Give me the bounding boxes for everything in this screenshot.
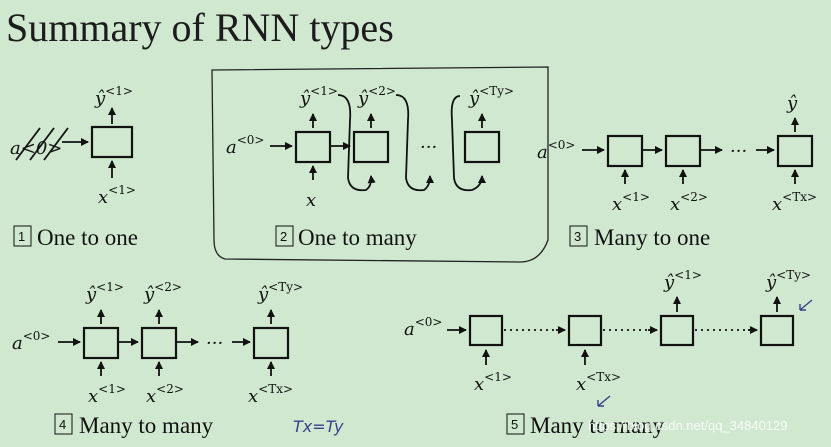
p5-xt-label: x<Tx> <box>576 370 621 395</box>
p5-caption: 5 Many to many <box>506 413 665 438</box>
slide-title: Summary of RNN types <box>6 5 394 50</box>
p4-yt-label: ŷ<Ty> <box>257 280 303 305</box>
svg-text:Many to one: Many to one <box>594 225 710 250</box>
p2-feedback-loop-2 <box>395 94 434 192</box>
p2-hand-drawn-frame <box>211 66 549 263</box>
p4-x1-label: x<1> <box>88 382 126 407</box>
p3-x1-label: x<1> <box>612 190 650 215</box>
p5-handwritten-tick-2 <box>799 299 813 311</box>
p2-rnn-cell-t <box>463 130 501 164</box>
p5-x1-label: x<1> <box>474 370 512 395</box>
panel-many-to-many-seq2seq: a<0> x<1> x<Tx> ŷ<1> ŷ<Ty> 5 Many to man… <box>404 268 813 438</box>
p4-rnn-cell-t <box>252 326 290 360</box>
p4-ellipsis: ··· <box>206 333 223 354</box>
p5-yt-label: ŷ<Ty> <box>765 268 811 293</box>
svg-text:2: 2 <box>280 229 287 244</box>
p4-y2-label: ŷ<2> <box>143 280 182 305</box>
svg-text:3: 3 <box>574 229 581 244</box>
svg-text:4: 4 <box>59 417 66 432</box>
p2-a0-label: a<0> <box>226 133 264 158</box>
p2-feedback-loop-1 <box>337 94 376 192</box>
p4-handwritten-note: Tx=Ty <box>293 417 344 436</box>
watermark: https://blog.csdn.net/qq_34840129 <box>588 418 788 433</box>
panel-many-to-many-equal: a<0> ··· ŷ<1> ŷ<2> ŷ<Ty> x<1> x<2> x<Tx>… <box>12 280 344 438</box>
p5-y1-label: ŷ<1> <box>663 268 702 293</box>
p5-a0-label: a<0> <box>404 315 442 340</box>
p1-a0-crossed-label: a<0> <box>10 138 62 159</box>
p4-a0-label: a<0> <box>12 329 50 354</box>
p4-rnn-cell-1 <box>82 326 120 360</box>
p2-caption: 2 One to many <box>275 225 417 250</box>
p1-strike-marks <box>15 127 69 161</box>
p3-y-label: ŷ <box>786 93 798 114</box>
p2-y1-label: ŷ<1> <box>299 84 338 109</box>
p3-rnn-cell-2 <box>664 134 702 168</box>
p2-rnn-cell-2 <box>352 130 390 164</box>
p2-rnn-cell-1 <box>294 130 332 164</box>
p3-xt-label: x<Tx> <box>772 190 817 215</box>
p4-xt-label: x<Tx> <box>248 382 293 407</box>
p5-handwritten-tick-1 <box>597 395 611 407</box>
p2-yt-label: ŷ<Ty> <box>468 84 514 109</box>
p2-feedback-loop-3 <box>450 95 486 192</box>
panel-many-to-one: a<0> ··· ŷ x<1> x<2> x<Tx> 3 Many to one <box>537 93 817 250</box>
p4-rnn-cell-2 <box>140 326 178 360</box>
p3-ellipsis: ··· <box>730 141 747 162</box>
p5-decoder-cell-1 <box>659 314 695 347</box>
panel-one-to-many: a<0> ··· x ŷ<1> ŷ<2> ŷ<Ty> 2 One to many <box>211 66 549 263</box>
p3-x2-label: x<2> <box>670 190 708 215</box>
p5-encoder-cell-t <box>567 314 603 347</box>
p5-encoder-cell-1 <box>468 314 504 347</box>
p1-caption: 1 One to one <box>13 225 138 250</box>
p1-x-label: x<1> <box>98 183 136 208</box>
p3-rnn-cell-1 <box>606 134 644 168</box>
svg-text:Many to many: Many to many <box>79 413 214 438</box>
svg-text:Many to many: Many to many <box>530 413 665 438</box>
p4-x2-label: x<2> <box>146 382 184 407</box>
p3-caption: 3 Many to one <box>569 225 710 250</box>
p5-decoder-cell-t <box>759 314 795 347</box>
p2-x-label: x <box>306 190 316 211</box>
panel-one-to-one: ŷ<1> x<1> a<0> 1 One to one <box>10 84 138 250</box>
p1-y-label: ŷ<1> <box>94 84 133 109</box>
p2-y2-label: ŷ<2> <box>357 84 396 109</box>
svg-text:5: 5 <box>511 417 518 432</box>
p3-rnn-cell-t <box>776 134 814 168</box>
p1-rnn-cell <box>90 125 134 159</box>
svg-text:One to one: One to one <box>37 225 138 250</box>
p4-caption: 4 Many to many <box>54 413 214 438</box>
svg-text:1: 1 <box>18 229 25 244</box>
p2-ellipsis: ··· <box>420 137 437 158</box>
p3-a0-label: a<0> <box>537 138 575 163</box>
p4-y1-label: ŷ<1> <box>85 280 124 305</box>
svg-text:One to many: One to many <box>298 225 417 250</box>
